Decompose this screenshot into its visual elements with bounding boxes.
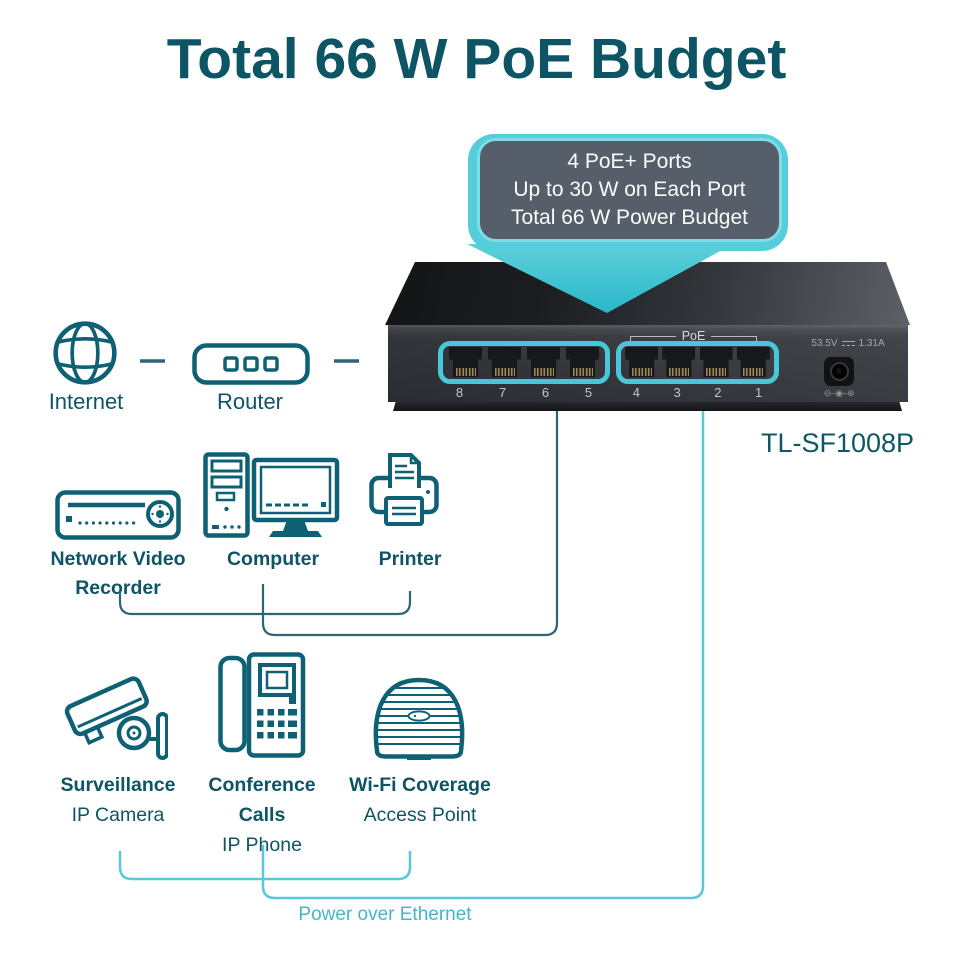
- port-number: 8: [455, 385, 464, 400]
- camera-label: Surveillance IP Camera: [36, 770, 200, 830]
- poe-group-label: PoE: [681, 329, 706, 343]
- phone-label: Conference Calls IP Phone: [202, 770, 322, 860]
- poe-switch: PoE 8 7 6 5 4 3 2 1 53.5V: [385, 262, 910, 434]
- port-group-poe: [616, 341, 779, 384]
- callout-line-3: Total 66 W Power Budget: [511, 206, 748, 229]
- ethernet-port-1: [736, 347, 770, 377]
- ethernet-port-3: [662, 347, 696, 377]
- ap-sublabel-text: Access Point: [363, 804, 477, 826]
- port-number: 5: [584, 385, 593, 400]
- callout-line-2: Up to 30 W on Each Port: [513, 178, 746, 201]
- switch-base: [393, 402, 902, 411]
- dc-jack-hole: [829, 361, 849, 381]
- dc-symbol-icon: [841, 341, 855, 346]
- ethernet-port-2: [699, 347, 733, 377]
- switch-model-label: TL-SF1008P: [760, 428, 915, 458]
- camera-sublabel-text: IP Camera: [71, 804, 165, 826]
- port-number: 2: [714, 385, 722, 400]
- ethernet-port-6: [527, 347, 560, 377]
- poe-bracket-left: [630, 336, 676, 345]
- page-title: Total 66 W PoE Budget: [166, 27, 787, 91]
- nvr-label: Network Video Recorder: [36, 545, 200, 603]
- nvr-icon: [55, 490, 181, 540]
- callout-bubble: 4 PoE+ Ports Up to 30 W on Each Port Tot…: [468, 134, 788, 251]
- ethernet-port-7: [488, 347, 521, 377]
- port-group-standard: [438, 341, 610, 384]
- ip-phone-icon: [218, 652, 306, 758]
- ap-label-text: Wi-Fi Coverage: [349, 774, 491, 796]
- globe-icon: [53, 321, 117, 385]
- printer-label-text: Printer: [378, 548, 442, 570]
- polarity-icon: ⊖–◉–⊕: [823, 388, 855, 398]
- camera-label-text: Surveillance: [60, 774, 176, 796]
- ap-label: Wi-Fi Coverage Access Point: [343, 770, 497, 830]
- phone-label-text: Conference Calls: [208, 774, 316, 826]
- nvr-label-text: Network Video Recorder: [50, 548, 186, 599]
- phone-sublabel-text: IP Phone: [222, 834, 302, 856]
- port-numbers-left: 8 7 6 5: [438, 385, 610, 400]
- port-numbers-right: 4 3 2 1: [616, 385, 779, 400]
- port-number: 1: [755, 385, 763, 400]
- ethernet-port-5: [566, 347, 599, 377]
- access-point-icon: [373, 677, 465, 760]
- printer-label: Printer: [348, 545, 472, 574]
- computer-label: Computer: [211, 545, 335, 574]
- port-number: 6: [541, 385, 550, 400]
- router-label: Router: [216, 389, 284, 414]
- switch-top-face: [385, 262, 910, 325]
- power-voltage: 53.5V: [811, 338, 838, 349]
- ethernet-port-8: [449, 347, 482, 377]
- computer-label-text: Computer: [226, 548, 320, 570]
- port-number: 7: [498, 385, 507, 400]
- dc-power-jack: [824, 356, 854, 386]
- poe-caption: Power over Ethernet: [298, 904, 472, 925]
- power-current: 1.31A: [858, 338, 885, 349]
- router-icon: [192, 343, 310, 385]
- printer-icon: [369, 453, 439, 526]
- port-number: 4: [632, 385, 640, 400]
- power-rating-label: 53.5V 1.31A: [796, 338, 900, 349]
- poe-group-bracket: PoE: [630, 327, 758, 345]
- ethernet-port-4: [625, 347, 659, 377]
- computer-icon: [203, 452, 340, 538]
- callout-line-1: 4 PoE+ Ports: [567, 150, 692, 173]
- internet-label: Internet: [48, 389, 124, 414]
- poe-bracket-right: [711, 336, 758, 345]
- switch-front-face: PoE 8 7 6 5 4 3 2 1 53.5V: [388, 325, 908, 402]
- cctv-camera-icon: [64, 676, 168, 760]
- port-number: 3: [673, 385, 681, 400]
